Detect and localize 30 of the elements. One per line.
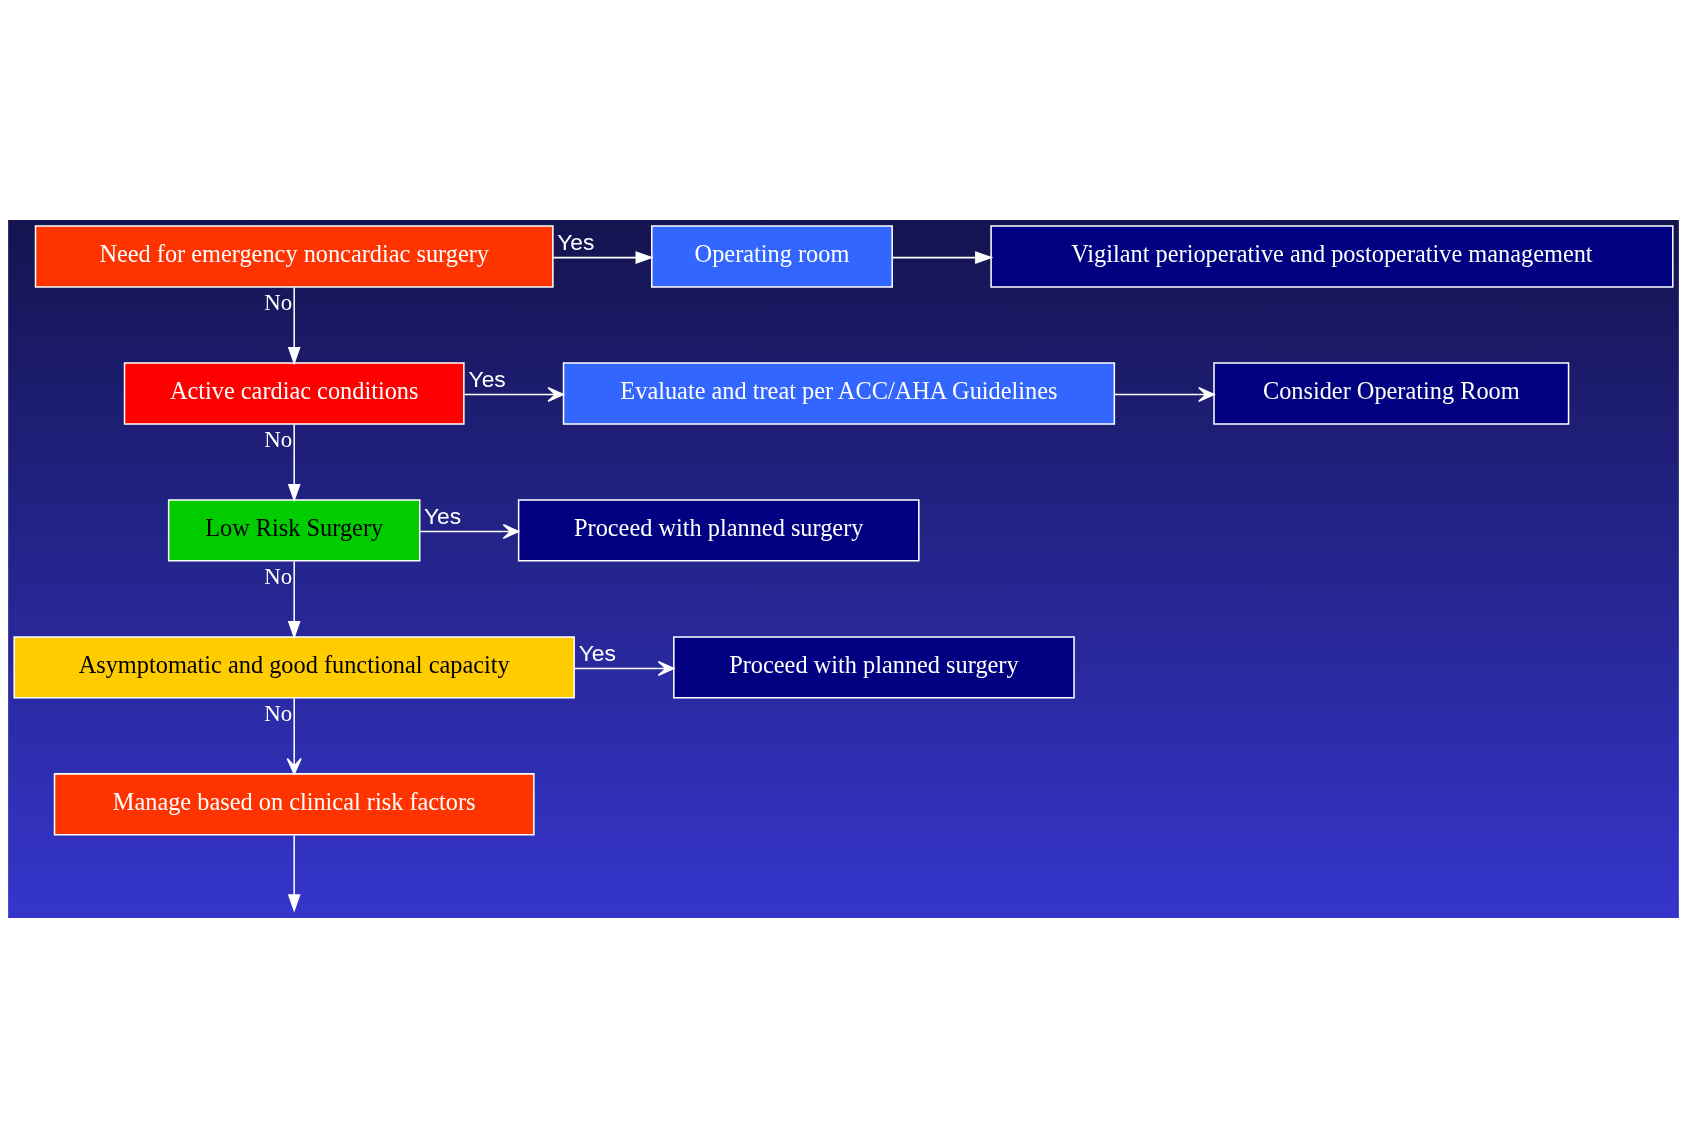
arrow xyxy=(287,560,301,639)
arrow xyxy=(286,697,302,775)
node-box: Evaluate and treat per ACC/AHA Guidelines xyxy=(562,361,1116,425)
edge-label: No xyxy=(264,700,293,726)
edge-label: No xyxy=(264,289,293,315)
arrow xyxy=(1113,386,1215,402)
arrow xyxy=(892,250,994,264)
arrow xyxy=(552,250,654,264)
node-box: Proceed with planned surgery xyxy=(673,635,1075,699)
arrow xyxy=(419,523,520,539)
edge-label: Yes xyxy=(557,228,595,255)
edge-label: No xyxy=(264,426,293,452)
node-box: Low Risk Surgery xyxy=(167,498,421,562)
edge-label: Yes xyxy=(468,365,506,392)
arrow xyxy=(287,834,301,913)
edge-label: Yes xyxy=(423,502,462,529)
node-box: Need for emergency noncardiac surgery xyxy=(34,224,554,288)
arrow xyxy=(573,660,675,676)
arrow xyxy=(287,423,301,502)
arrow xyxy=(287,286,301,365)
edge-label: No xyxy=(264,563,293,589)
node-box: Vigilant perioperative and postoperative management xyxy=(990,224,1674,288)
node-box: Consider Operating Room xyxy=(1213,361,1570,425)
node-box: Manage based on clinical risk factors xyxy=(53,772,535,835)
arrow xyxy=(463,386,564,402)
node-box: Operating room xyxy=(651,224,893,288)
node-box: Active cardiac conditions xyxy=(123,361,465,425)
node-box: Proceed with planned surgery xyxy=(517,498,920,562)
node-box: Asymptomatic and good functional capacity xyxy=(13,635,575,699)
edge-label: Yes xyxy=(578,639,616,666)
